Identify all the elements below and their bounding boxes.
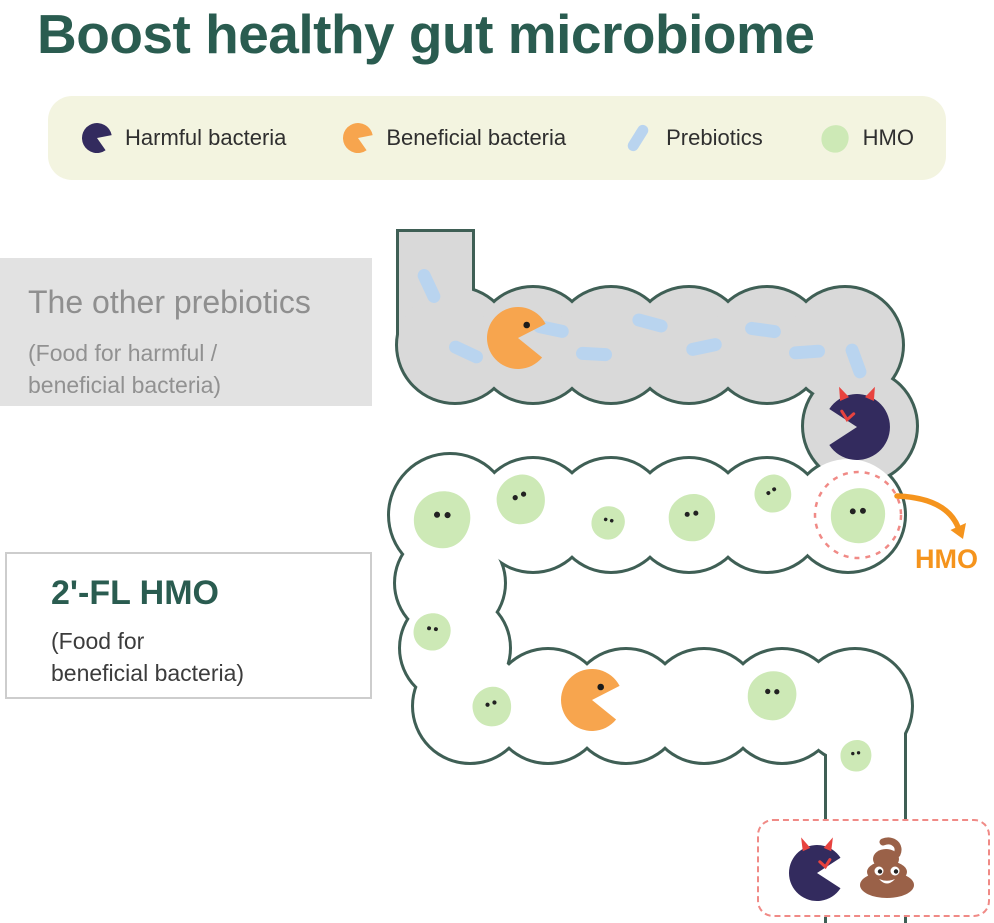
prebiotics-callout: The other prebiotics (Food for harmful /… — [0, 258, 372, 406]
prebiotics-callout-subtitle-line1: (Food for harmful / — [28, 340, 218, 366]
hmo-blob-icon — [591, 506, 625, 540]
intestine-contents — [413, 269, 966, 772]
prebiotic-pill-icon — [845, 343, 867, 379]
prebiotic-pill-icon — [686, 338, 722, 356]
hmo-callout-subtitle-line1: (Food for — [51, 628, 145, 654]
hmo-blob-icon — [830, 488, 886, 544]
legend-label-harmful: Harmful bacteria — [125, 125, 287, 150]
prebiotic-pill-icon — [576, 346, 612, 362]
legend-item-harmful-bacteria: Harmful bacteria — [80, 121, 286, 155]
legend-item-hmo: HMO — [818, 121, 914, 155]
harmful-bacteria-glyph — [81, 123, 112, 154]
legend-bar: Harmful bacteria Beneficial bacteria Pre… — [48, 96, 946, 180]
prebiotic-pill-icon — [632, 313, 668, 333]
beneficial-bacteria-icon — [486, 307, 546, 370]
angry-eye-icon — [840, 409, 856, 423]
legend-label-hmo: HMO — [862, 125, 914, 150]
hmo-blob-icon — [821, 125, 849, 153]
prebiotic-pill-icon — [745, 321, 781, 339]
devil-horn-icon — [839, 386, 849, 401]
hmo-callout-title: 2'-FL HMO — [51, 574, 220, 612]
prebiotics-callout-subtitle: (Food for harmful / beneficial bacteria) — [28, 337, 372, 401]
devil-horn-icon — [823, 837, 833, 852]
hmo-blob-icon — [754, 474, 792, 513]
legend-item-beneficial-bacteria: Beneficial bacteria — [341, 121, 566, 155]
poop-icon — [860, 837, 914, 898]
hmo-pointer-label: HMO — [915, 544, 978, 574]
result-icons — [788, 837, 914, 901]
hmo-arrowhead — [950, 523, 966, 539]
beneficial-bacteria-icon — [343, 123, 374, 154]
hmo-callout-subtitle: (Food for beneficial bacteria) — [51, 625, 370, 689]
harmful-bacteria-icon — [81, 123, 112, 154]
prebiotics-callout-title: The other prebiotics — [28, 284, 311, 320]
excretion-result-box — [757, 819, 990, 917]
legend-item-prebiotics: Prebiotics — [621, 121, 763, 155]
intestine-tube — [387, 229, 919, 923]
beneficial-bacteria-icon — [560, 669, 620, 732]
hmo-callout: 2'-FL HMO (Food for beneficial bacteria) — [5, 552, 372, 699]
legend-label-beneficial: Beneficial bacteria — [386, 125, 567, 150]
hmo-arrow — [894, 493, 961, 530]
prebiotic-pill-icon — [627, 124, 649, 152]
angry-eye-icon — [818, 858, 832, 870]
harmful-bacteria-icon — [788, 837, 841, 901]
prebiotic-pill-icon — [417, 269, 441, 303]
hmo-blob-icon — [668, 493, 716, 542]
prebiotic-pill-icon — [449, 340, 483, 364]
prebiotic-pill-icon — [789, 344, 825, 360]
hmo-blob-icon — [840, 739, 872, 772]
page-title: Boost healthy gut microbiome — [37, 3, 815, 65]
hmo-blob-icon — [413, 491, 471, 549]
hmo-blob-icon — [472, 686, 512, 727]
devil-horn-icon — [865, 386, 875, 401]
hmo-callout-subtitle-line2: beneficial bacteria) — [51, 660, 245, 687]
hmo-blob-icon — [747, 671, 797, 721]
prebiotics-callout-subtitle-line2: beneficial bacteria) — [28, 372, 222, 399]
hmo-highlight-circle — [813, 470, 903, 560]
hmo-blob-icon — [496, 474, 545, 525]
hmo-blob-icon — [821, 125, 849, 153]
devil-horn-icon — [801, 837, 811, 852]
legend-label-prebiotics: Prebiotics — [666, 125, 763, 150]
harmful-bacteria-icon — [829, 386, 890, 461]
beneficial-bacteria-glyph — [343, 123, 374, 154]
hmo-blob-icon — [413, 613, 451, 651]
